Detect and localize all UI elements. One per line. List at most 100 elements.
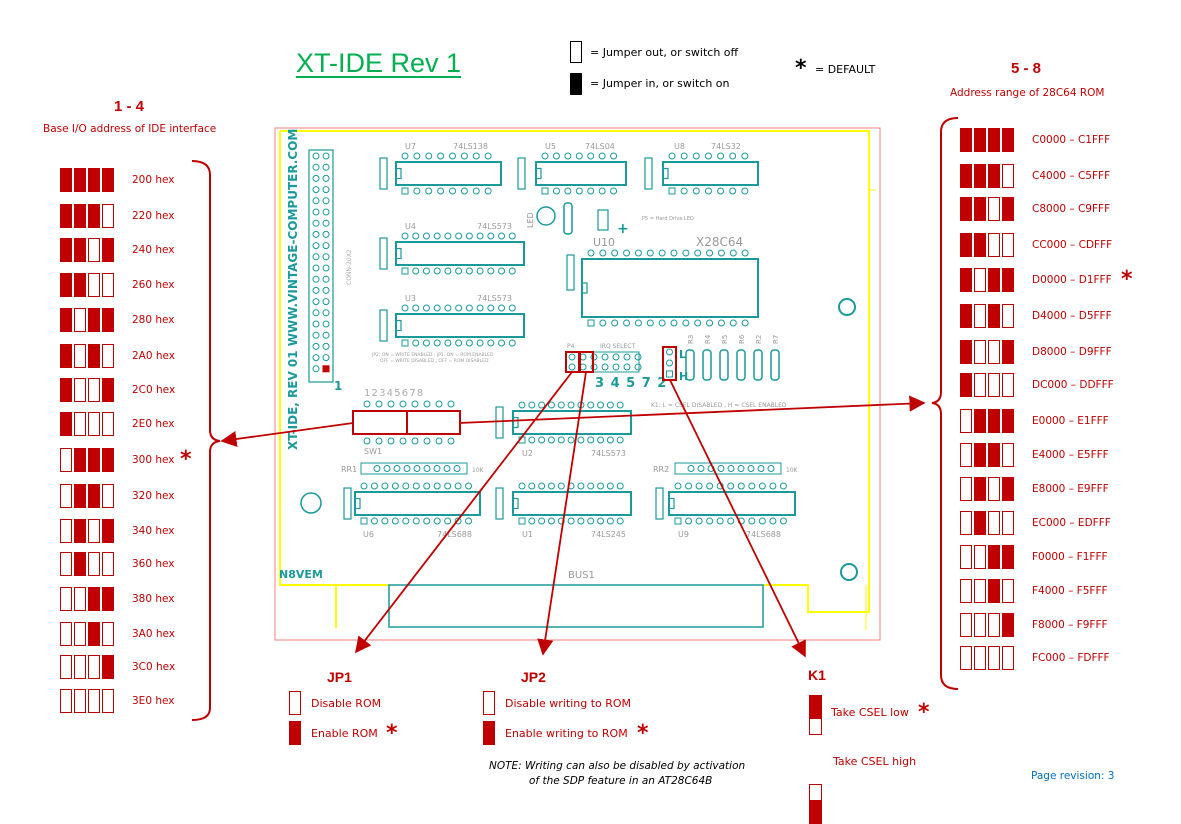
- switch-off: [102, 204, 114, 228]
- legend-on-swatch: [570, 73, 582, 95]
- k1-callout-arrow: [669, 379, 806, 658]
- dip-switch-pattern: [960, 646, 1014, 670]
- dip-switch-pattern: [960, 304, 1014, 328]
- mounting-hole: [838, 298, 856, 316]
- switch-off: [974, 646, 986, 670]
- switch-on: [88, 587, 100, 611]
- switch-on: [102, 519, 114, 543]
- switch-on: [74, 273, 86, 297]
- chip-part-label: 74LS32: [711, 142, 741, 151]
- resistor-label: R4: [704, 334, 712, 344]
- resistor-r7: [770, 349, 780, 381]
- chip-ref-label: U1: [522, 530, 533, 539]
- switch-setting-row: F8000 – F9FFF: [960, 613, 1108, 637]
- switch-on: [960, 268, 972, 292]
- switch-off: [988, 233, 1000, 257]
- dip-switch-pattern: [60, 308, 114, 332]
- address-label: D0000 – D1FFF: [1032, 274, 1112, 286]
- jumper-block-label: P4: [567, 343, 575, 350]
- address-label: 280 hex: [132, 314, 175, 326]
- jp1-highlight: [565, 351, 580, 373]
- address-label: 300 hex: [132, 454, 175, 466]
- switch-off: [974, 613, 986, 637]
- address-label: 2E0 hex: [132, 418, 175, 430]
- legend-off-swatch: [570, 41, 582, 63]
- switch-setting-row: F0000 – F1FFF: [960, 545, 1108, 569]
- switch-off: [74, 308, 86, 332]
- switch-setting-row: 3C0 hex: [60, 655, 175, 679]
- switch-on: [74, 168, 86, 192]
- jp2-disable-swatch: [483, 691, 495, 715]
- switch-on: [102, 587, 114, 611]
- switch-on: [974, 511, 986, 535]
- switch-off: [960, 613, 972, 637]
- switch-off: [960, 477, 972, 501]
- switch-off: [988, 511, 1000, 535]
- dip-switch-pattern: [60, 273, 114, 297]
- switch-on: [74, 238, 86, 262]
- switch-setting-row: 200 hex: [60, 168, 175, 192]
- switch-on: [102, 378, 114, 402]
- switch-off: [60, 552, 72, 576]
- board-side-text: XT-IDE, REV 01 WWW.VINTAGE-COMPUTER.COM: [286, 129, 300, 450]
- switch-on: [988, 164, 1000, 188]
- switch-on: [1002, 128, 1014, 152]
- switch-off: [1002, 646, 1014, 670]
- switch-off: [88, 552, 100, 576]
- dip-switch-pattern: [60, 344, 114, 368]
- switch-setting-row: EC000 – EDFFF: [960, 511, 1111, 535]
- chip-part-label: 74LS688: [746, 530, 781, 539]
- dip-switch-pattern: [60, 622, 114, 646]
- k1-high-swatch: [809, 784, 822, 824]
- io-section-number: 1 - 4: [114, 98, 145, 115]
- switch-off: [102, 344, 114, 368]
- chip-part-label: 74LS688: [437, 530, 472, 539]
- legend-on-label: = Jumper in, or switch on: [590, 77, 730, 90]
- resistor-r1: [563, 202, 573, 235]
- switch-off: [88, 689, 100, 713]
- chip-part-label: 74LS04: [585, 142, 615, 151]
- switch-on: [88, 344, 100, 368]
- dip-switch-pattern: [960, 613, 1014, 637]
- connector-pin1-label: 1: [334, 379, 342, 393]
- dip-switch-pattern: [960, 443, 1014, 467]
- rom-callout-arrow: [458, 395, 926, 424]
- dip-switch-pattern: [60, 238, 114, 262]
- switch-on: [60, 168, 72, 192]
- switch-on: [1002, 268, 1014, 292]
- svg-text:10K: 10K: [472, 467, 485, 474]
- switch-on: [60, 412, 72, 436]
- switch-setting-row: E0000 – E1FFF: [960, 409, 1109, 433]
- switch-setting-row: 220 hex: [60, 204, 175, 228]
- irq-numbers: 3 4 5 7 2: [595, 376, 667, 391]
- dip-switch-pattern: [960, 268, 1014, 292]
- address-label: D8000 – D9FFF: [1032, 346, 1112, 358]
- switch-on: [1002, 545, 1014, 569]
- switch-on: [60, 344, 72, 368]
- switch-off: [102, 412, 114, 436]
- k1-high-label: H: [679, 370, 688, 383]
- connector-label: CONN-20X2: [346, 249, 353, 285]
- switch-on: [88, 308, 100, 332]
- switch-setting-row: DC000 – DDFFF: [960, 373, 1114, 397]
- address-label: 340 hex: [132, 525, 175, 537]
- default-star-icon: *: [180, 447, 192, 472]
- switch-setting-row: D4000 – D5FFF: [960, 304, 1112, 328]
- address-label: C8000 – C9FFF: [1032, 203, 1111, 215]
- dip-switch-pattern: [60, 519, 114, 543]
- capacitor-c8: [300, 492, 322, 514]
- address-label: 260 hex: [132, 279, 175, 291]
- svg-text:10K: 10K: [786, 467, 799, 474]
- jp-note-1: JP2: ON = WRITE ENABLED ; JP1: ON = ROM …: [371, 352, 494, 358]
- jp2-enable-label: Enable writing to ROM: [505, 727, 628, 740]
- switch-off: [974, 545, 986, 569]
- switch-off: [1002, 304, 1014, 328]
- switch-off: [60, 587, 72, 611]
- maker-label: N8VEM: [279, 568, 323, 581]
- switch-on: [1002, 197, 1014, 221]
